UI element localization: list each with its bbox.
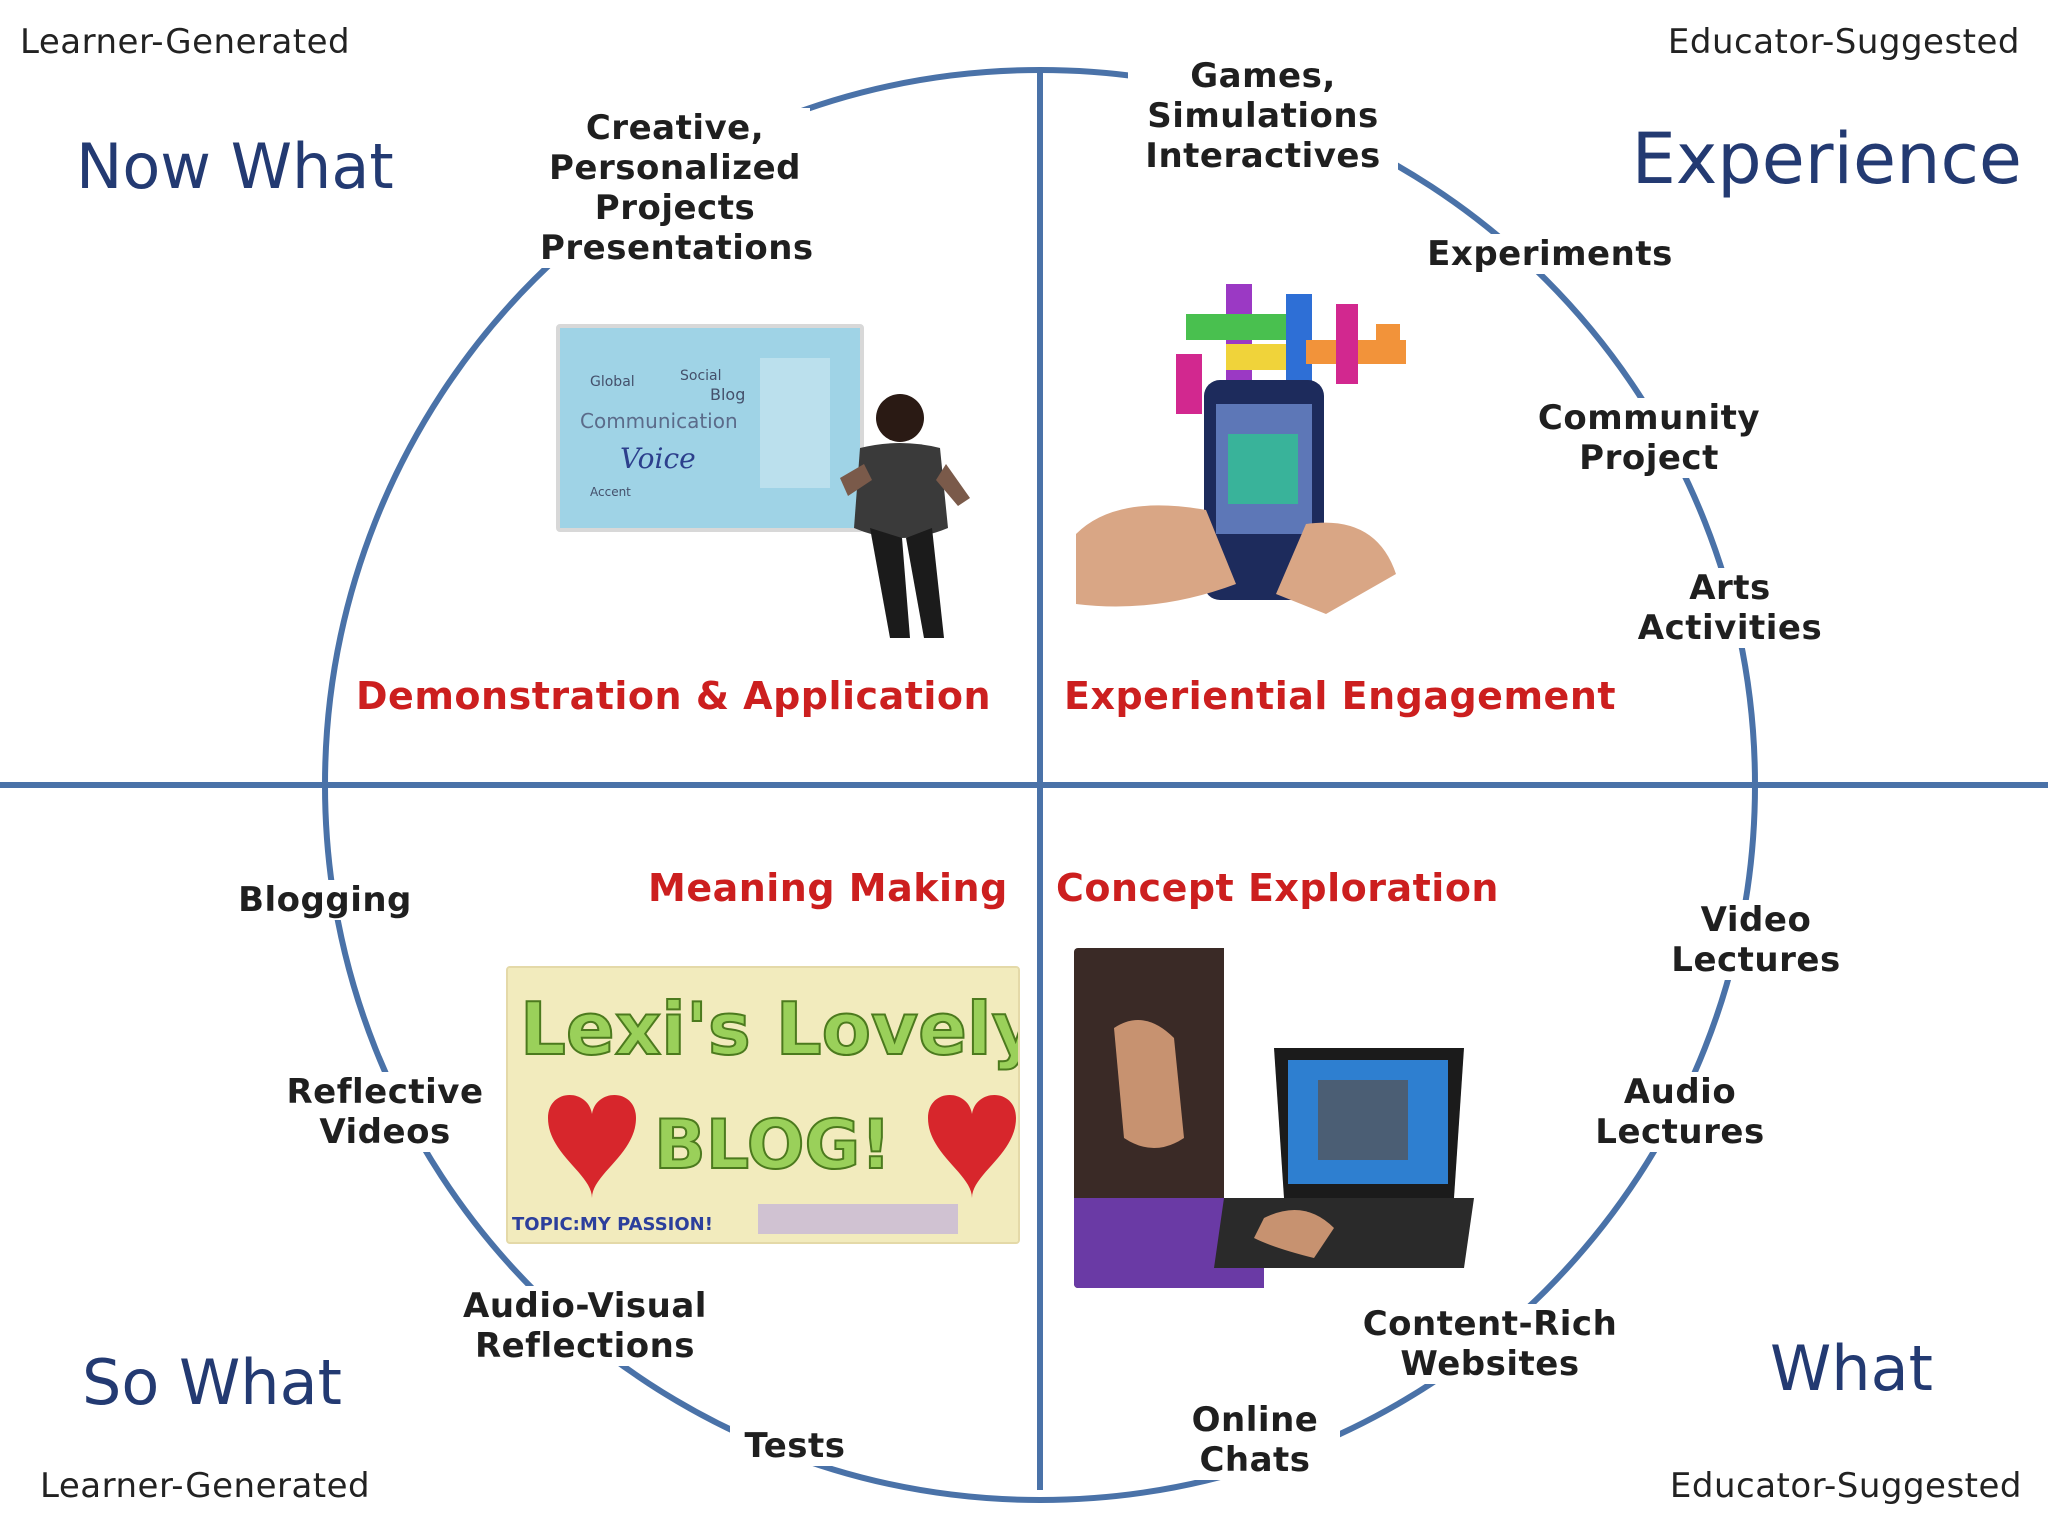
corner-bottom-right: Educator-Suggested (1669, 1466, 2022, 1506)
phase-so-what: So What (82, 1346, 342, 1419)
word-cloud-image: Communication Voice Blog Social Global A… (560, 328, 860, 528)
item-arts-activities: Arts Activities (1620, 568, 1840, 648)
phase-experience: Experience (1631, 118, 2022, 200)
laptop-photo (1074, 948, 1474, 1288)
quadrant-demonstration-application: Demonstration & Application (356, 674, 992, 718)
item-audio-lectures: Audio Lectures (1570, 1072, 1790, 1152)
quadrant-concept-exploration: Concept Exploration (1056, 866, 1499, 910)
item-content-rich-websites: Content-Rich Websites (1340, 1304, 1640, 1384)
word-cloud-word: Global (590, 374, 635, 390)
blog-topic-text: TOPIC:MY PASSION! (512, 1214, 713, 1235)
item-experiments: Experiments (1420, 234, 1680, 274)
item-blogging: Blogging (230, 880, 420, 920)
item-tests: Tests (730, 1426, 860, 1466)
blog-drawing-image: Lexi's Lovely BLOG! TOPIC:MY PASSION! (508, 968, 1018, 1242)
corner-bottom-left: Learner-Generated (40, 1466, 371, 1506)
blog-subtitle-text: BLOG! (654, 1106, 891, 1185)
phone-image (1076, 284, 1406, 614)
item-audio-visual-reflections: Audio-Visual Reflections (440, 1286, 730, 1366)
word-cloud-word: Blog (710, 385, 745, 404)
presenter-figure (840, 394, 970, 638)
blog-drawing-photo: Lexi's Lovely BLOG! TOPIC:MY PASSION! (506, 966, 1020, 1244)
laptop-image (1074, 948, 1474, 1288)
item-video-lectures: Video Lectures (1646, 900, 1866, 980)
heart-icon (548, 1094, 636, 1198)
phase-what: What (1770, 1332, 1933, 1405)
whiteboard-photo: Communication Voice Blog Social Global A… (556, 324, 864, 532)
corner-top-left: Learner-Generated (20, 22, 351, 62)
quadrant-meaning-making: Meaning Making (648, 866, 1008, 910)
item-reflective-videos: Reflective Videos (280, 1072, 490, 1152)
item-online-chats: Online Chats (1170, 1400, 1340, 1480)
phase-now-what: Now What (76, 130, 394, 203)
blog-title-text: Lexi's Lovely (520, 987, 1018, 1071)
word-cloud-word: Voice (620, 442, 696, 475)
quadrant-experiential-engagement: Experiential Engagement (1064, 674, 1617, 718)
item-games-simulations: Games, Simulations Interactives (1128, 56, 1398, 176)
heart-icon (928, 1094, 1016, 1198)
corner-top-right: Educator-Suggested (1667, 22, 2020, 62)
item-community-project: Community Project (1524, 398, 1774, 478)
word-cloud-word: Communication (580, 409, 738, 433)
word-cloud-word: Social (680, 368, 722, 384)
item-creative-projects: Creative, Personalized Projects Presenta… (540, 108, 814, 268)
phone-photo (1076, 284, 1456, 630)
word-cloud-word: Accent (590, 485, 631, 499)
